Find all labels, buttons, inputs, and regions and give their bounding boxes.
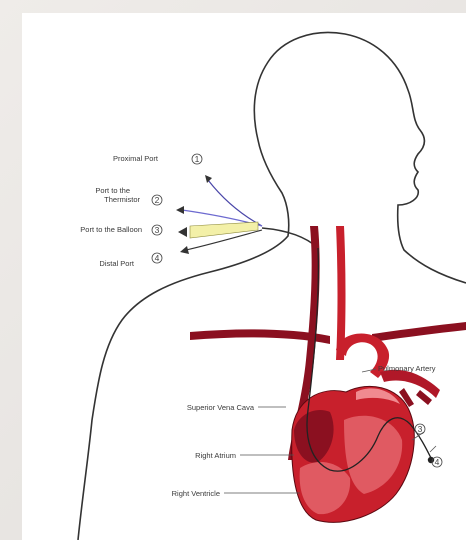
catheter-main [262, 228, 318, 248]
label-distal-port: Distal Port [99, 259, 135, 268]
subclavian-right [372, 322, 466, 342]
proximal-arrow [205, 175, 212, 183]
label-port-balloon: Port to the Balloon [80, 225, 142, 234]
label-port-thermistor-2: Thermistor [104, 195, 140, 204]
label-superior-vena-cava: Superior Vena Cava [187, 403, 255, 412]
number-4: 4 [155, 253, 160, 263]
number-1: 1 [195, 154, 200, 164]
heart [292, 386, 415, 522]
catheter-tip [428, 457, 434, 463]
balloon-arrow [178, 227, 187, 237]
label-right-atrium: Right Atrium [195, 451, 236, 460]
balloon-port-hub [190, 222, 258, 238]
label-port-thermistor-1: Port to the [95, 186, 130, 195]
tip-number-3: 3 [418, 424, 423, 434]
label-pulmonary-artery: Pulmonary Artery [378, 364, 436, 373]
thermistor-arrow [176, 206, 184, 214]
tip-number-4: 4 [435, 457, 440, 467]
catheter-lines [182, 180, 318, 250]
label-right-ventricle: Right Ventricle [172, 489, 220, 498]
distal-arrow [180, 246, 189, 254]
number-3: 3 [155, 225, 160, 235]
port-arrows [176, 175, 212, 254]
tip-pointer-4 [430, 446, 436, 452]
number-2: 2 [155, 195, 160, 205]
label-proximal-port: Proximal Port [113, 154, 159, 163]
